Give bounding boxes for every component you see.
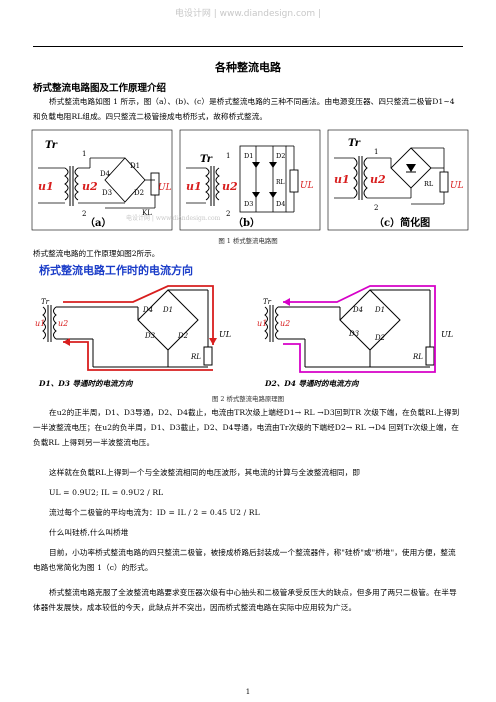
fig2-left-d2: D2 bbox=[177, 332, 189, 340]
fig1a-kl: KL bbox=[142, 209, 152, 217]
fig2-left-label: D1、D3 导通时的电流方向 bbox=[38, 379, 134, 388]
figure-watermark: 电设计网 | www.diandesign.com bbox=[126, 214, 221, 222]
fig2-left-u2: u2 bbox=[58, 319, 68, 328]
fig2-right-d1: D1 bbox=[374, 306, 385, 314]
fig2-right-u2: u2 bbox=[280, 319, 290, 328]
fig1a-n2: 2 bbox=[82, 210, 86, 218]
fig1b-tr-label: Tr bbox=[200, 154, 213, 165]
fig1c-ul: UL bbox=[450, 181, 464, 191]
paragraph-intro: 桥式整流电路如图 1 所示，图（a）、(b)、(c）是桥式整流电路的三种不同画法… bbox=[33, 97, 455, 121]
header-rule bbox=[33, 46, 463, 47]
fig1-panel-b: Tr u1 u2 D1 D2 D3 D4 RL UL 1 2 （b） bbox=[179, 129, 321, 231]
fig2-banner: 桥式整流电路工作时的电流方向 bbox=[39, 263, 193, 277]
fig2-left-rl: RL bbox=[190, 353, 201, 361]
fig2-right-d2: D2 bbox=[374, 334, 386, 342]
fig1c-n1: 1 bbox=[374, 148, 378, 156]
fig1a-d3: D3 bbox=[102, 189, 112, 197]
fig1b-d1: D1 bbox=[244, 152, 253, 160]
formula-diode-current: 流过每个二极管的平均电流为：ID = IL / 2 = 0.45 U2 / RL bbox=[49, 508, 260, 517]
fig2-right-label: D2、D4 导通时的电流方向 bbox=[264, 379, 360, 388]
fig1b-u2-label: u2 bbox=[222, 180, 238, 193]
fig2-right-rl: RL bbox=[412, 353, 423, 361]
fig2-left-d4: D4 bbox=[142, 306, 153, 314]
fig1a-u2-label: u2 bbox=[82, 180, 98, 193]
fig1c-u2-label: u2 bbox=[370, 173, 386, 186]
fig1a-n1: 1 bbox=[82, 150, 86, 158]
paragraph-bridge-stack: 目前，小功率桥式整流电路的四只整流二极管，被接成桥路后封装成一个整流器件，称"硅… bbox=[33, 548, 456, 572]
figure-2-caption: 图 2 桥式整流电路原理图 bbox=[211, 395, 285, 403]
formula-ul-il: UL = 0.9U2; IL = 0.9U2 / RL bbox=[49, 488, 164, 497]
fig1-panel-b-label: （b） bbox=[233, 216, 260, 229]
fig2-right-u1: u1 bbox=[257, 319, 267, 328]
fig1-tr-label: Tr bbox=[45, 140, 58, 151]
paragraph-waveform: 这样就在负载RL上得到一个与全波整流相同的电压波形，其电流的计算与全波整流相同，… bbox=[49, 468, 361, 477]
fig1c-rl: RL bbox=[424, 180, 434, 188]
fig2-right-d4: D4 bbox=[352, 306, 363, 314]
figure-1-circuits: Tr u1 u2 D1 D4 D3 D2 KL UL 1 2 （a） Tr bbox=[31, 129, 469, 231]
fig1b-n2: 2 bbox=[226, 210, 230, 218]
header-watermark: 电设计网 | www.diandesign.com | bbox=[174, 9, 322, 19]
figure-2-current-direction: 桥式整流电路工作时的电流方向 D1 D4 D3 D2 UL RL u1 u2 T… bbox=[35, 263, 453, 388]
fig1b-ul: UL bbox=[300, 181, 314, 191]
fig2-left-tr: Tr bbox=[41, 298, 50, 306]
fig1c-tr-label: Tr bbox=[348, 138, 361, 149]
page-number: 1 bbox=[245, 688, 251, 696]
fig2-left-d1: D1 bbox=[162, 306, 173, 314]
section-heading: 桥式整流电路图及工作原理介绍 bbox=[33, 83, 167, 94]
paragraph-operation: 在u2的正半周，D1、D3导通，D2、D4截止，电流由TR次级上端经D1→ RL… bbox=[33, 408, 460, 447]
fig1a-ul: UL bbox=[158, 183, 172, 193]
fig1b-d4: D4 bbox=[276, 200, 285, 208]
fig1b-d3: D3 bbox=[244, 200, 253, 208]
page-title: 各种整流电路 bbox=[215, 61, 281, 74]
fig1c-n2: 2 bbox=[374, 204, 378, 212]
fig1a-d2: D2 bbox=[134, 189, 144, 197]
fig2-left-u1: u1 bbox=[35, 319, 45, 328]
fig1b-u1-label: u1 bbox=[186, 180, 202, 193]
fig2-right-circuit: D4 D1 D3 D2 UL RL u1 u2 Tr D2、D4 导通时的电流方… bbox=[257, 285, 453, 388]
fig1-panel-c-label: （c）简化图 bbox=[374, 216, 430, 229]
fig2-left-d3: D3 bbox=[144, 332, 156, 340]
paragraph-fig2-intro: 桥式整流电路的工作原理如图2所示。 bbox=[33, 249, 160, 258]
fig1b-n1: 1 bbox=[226, 152, 230, 160]
paragraph-advantages: 桥式整流电路克服了全波整流电路要求变压器次级有中心抽头和二极管承受反压大的缺点，… bbox=[33, 588, 457, 612]
fig1c-u1-label: u1 bbox=[334, 173, 350, 186]
fig1b-d2: D2 bbox=[276, 152, 285, 160]
fig1a-d4: D4 bbox=[100, 170, 111, 178]
fig2-left-circuit: D1 D4 D3 D2 UL RL u1 u2 Tr D1、D3 导通时的电流方… bbox=[35, 285, 231, 388]
fig2-right-tr: Tr bbox=[263, 298, 272, 306]
fig1-panel-a-label: （a） bbox=[85, 216, 111, 229]
fig1b-rl: RL bbox=[276, 179, 285, 186]
subheading-silicon-bridge: 什么叫硅桥,什么叫桥堆 bbox=[49, 528, 129, 537]
fig2-left-ul: UL bbox=[219, 330, 231, 339]
fig2-right-ul: UL bbox=[441, 330, 453, 339]
fig1-panel-a: Tr u1 u2 D1 D4 D3 D2 KL UL 1 2 （a） bbox=[31, 129, 173, 231]
fig1a-d1: D1 bbox=[130, 162, 140, 170]
fig1a-u1-label: u1 bbox=[38, 180, 54, 193]
figure-1-caption: 图 1 桥式整流电路图 bbox=[218, 237, 278, 245]
fig2-right-d3: D3 bbox=[348, 330, 360, 338]
fig1-panel-c: Tr u1 u2 RL UL 1 2 （c）简化图 bbox=[327, 129, 469, 231]
